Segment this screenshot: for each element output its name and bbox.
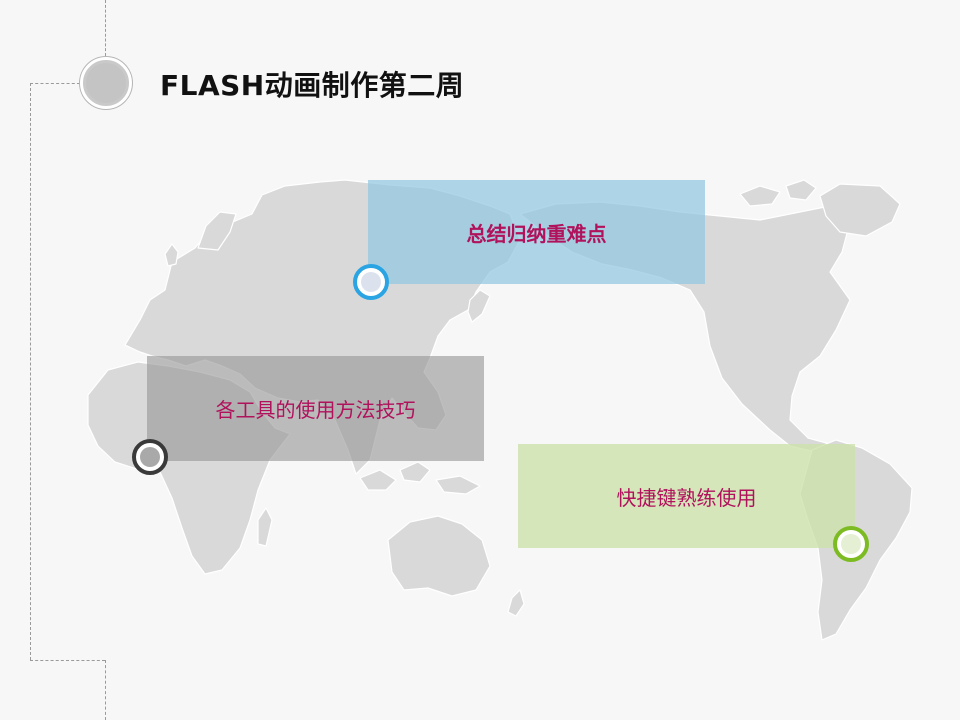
frame-line-left [30,83,31,660]
green-ring-marker-icon [833,526,869,562]
frame-line-bottom [30,660,105,661]
frame-line-bottom-end [105,660,106,720]
callout-key-points-text: 总结归纳重难点 [466,221,607,246]
page-title: FLASH动画制作第二周 [160,69,465,102]
title-bullet-icon [80,57,132,109]
frame-line-top [105,0,106,56]
callout-shortcuts: 快捷键熟练使用 [518,444,855,548]
callout-tool-techniques-text: 各工具的使用方法技巧 [215,398,416,422]
dark-ring-marker-icon [132,439,168,475]
blue-ring-marker-icon [353,264,389,300]
callout-shortcuts-text: 快捷键熟练使用 [616,485,757,510]
callout-key-points: 总结归纳重难点 [368,180,705,284]
frame-line-left-top [30,83,80,84]
callout-tool-techniques: 各工具的使用方法技巧 [147,356,484,461]
